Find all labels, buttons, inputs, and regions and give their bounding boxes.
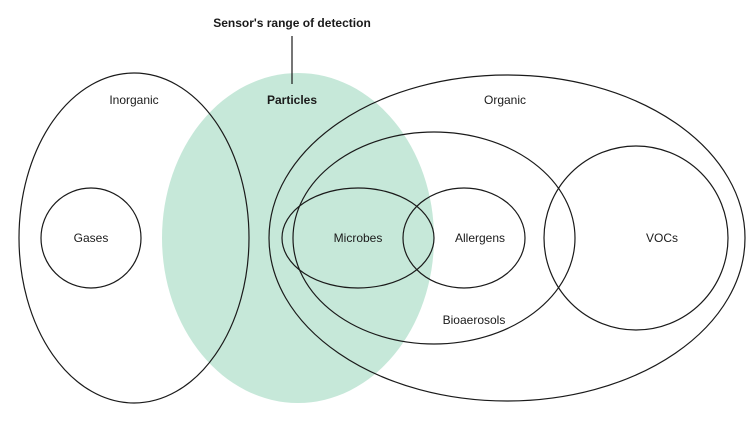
allergens-label: Allergens <box>455 231 505 245</box>
inorganic-ellipse <box>18 72 250 404</box>
microbes-ellipse <box>281 187 435 289</box>
diagram-title: Sensor's range of detection <box>213 16 371 30</box>
particles-label: Particles <box>267 93 317 107</box>
sensor-range-region <box>162 73 434 403</box>
gases-circle <box>40 187 142 289</box>
vocs-circle <box>543 145 729 331</box>
inorganic-label: Inorganic <box>109 93 158 107</box>
organic-label: Organic <box>484 93 526 107</box>
gases-label: Gases <box>74 231 109 245</box>
vocs-label: VOCs <box>646 231 678 245</box>
bioaerosols-label: Bioaerosols <box>443 313 506 327</box>
organic-ellipse <box>268 74 746 402</box>
allergens-ellipse <box>402 187 526 289</box>
microbes-label: Microbes <box>334 231 383 245</box>
bioaerosols-ellipse <box>292 131 576 345</box>
